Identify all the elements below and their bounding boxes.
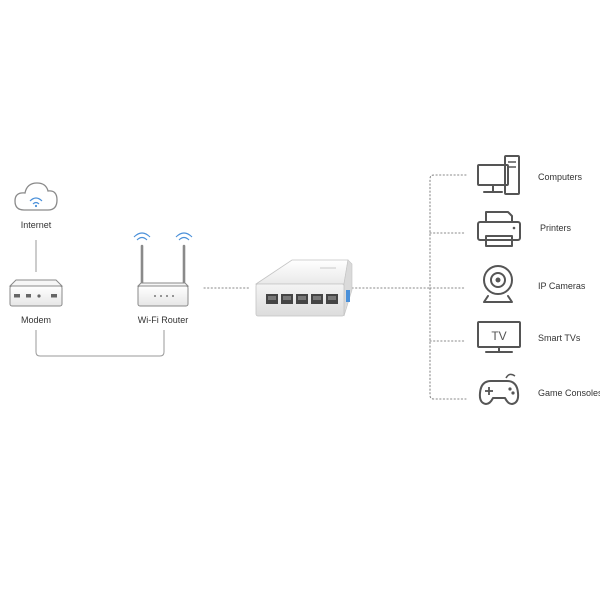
device-label-game-consoles: Game Consoles (538, 388, 600, 398)
device-bracket (429, 174, 467, 400)
tv-icon-text: TV (491, 329, 506, 343)
computer-icon (477, 155, 520, 195)
router-label: Wi-Fi Router (138, 315, 189, 325)
wifi-router-icon (133, 232, 193, 307)
device-label-ip-cameras: IP Cameras (538, 281, 586, 291)
device-label-smart-tvs: Smart TVs (538, 333, 581, 343)
smart-tv-icon: TV (477, 321, 521, 353)
modem-icon (8, 279, 64, 307)
printer-icon (477, 211, 521, 247)
cloud-icon (14, 182, 58, 211)
ethernet-switch-icon (254, 259, 353, 317)
modem-label: Modem (21, 315, 51, 325)
modem-router-link (35, 330, 165, 357)
game-controller-icon (478, 373, 520, 405)
switch-ports (266, 294, 338, 304)
device-label-computers: Computers (538, 172, 583, 182)
device-label-printers: Printers (540, 223, 572, 233)
internet-label: Internet (21, 220, 52, 230)
ip-camera-icon (483, 265, 513, 303)
